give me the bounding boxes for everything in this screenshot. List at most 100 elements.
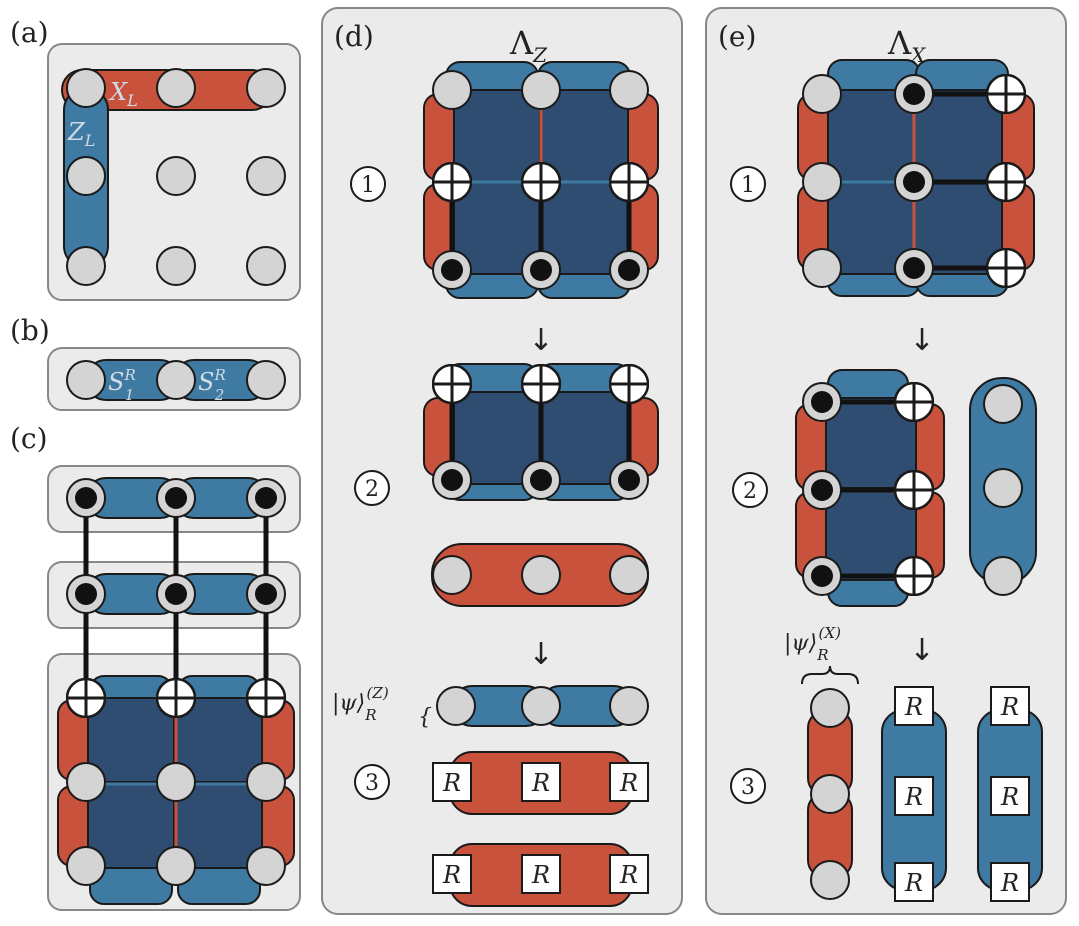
- step-1-number: 1: [741, 173, 755, 198]
- arrow-down: ↓: [528, 323, 553, 358]
- reset-label: R: [904, 693, 923, 721]
- reset-label: R: [904, 783, 923, 811]
- qubit-b: [66, 360, 106, 400]
- qubit-e: [802, 162, 842, 202]
- qubit-b: [156, 360, 196, 400]
- panel-c-label: (c): [10, 422, 48, 455]
- control-qubit: [246, 574, 286, 614]
- step-3-number: 3: [365, 771, 379, 796]
- qubit-e: [810, 860, 850, 900]
- reset-label: R: [1000, 693, 1019, 721]
- qubit-e: [983, 384, 1023, 424]
- qubit-a: [246, 68, 286, 108]
- control-qubit: [521, 250, 561, 290]
- qubit-d: [436, 686, 476, 726]
- control-qubit: [609, 460, 649, 500]
- control-qubit: [66, 478, 106, 518]
- control-qubit: [246, 478, 286, 518]
- target-qubit: [246, 678, 286, 718]
- target-qubit: [432, 364, 472, 404]
- control-qubit: [156, 574, 196, 614]
- panel-e-label: (e): [718, 20, 756, 53]
- target-qubit: [521, 364, 561, 404]
- qubit-e: [810, 688, 850, 728]
- qubit-b: [246, 360, 286, 400]
- arrow-down: ↓: [909, 633, 934, 668]
- target-qubit: [986, 74, 1026, 114]
- qubit-a: [156, 156, 196, 196]
- plaquette: [87, 697, 175, 783]
- qubit-c: [66, 762, 106, 802]
- target-qubit: [432, 162, 472, 202]
- reset-label: R: [1000, 783, 1019, 811]
- step-2-number: 2: [743, 479, 757, 504]
- control-qubit: [609, 250, 649, 290]
- target-qubit: [66, 678, 106, 718]
- control-qubit: [802, 470, 842, 510]
- arrow-down: ↓: [528, 637, 553, 672]
- control-qubit: [521, 460, 561, 500]
- qubit-a: [66, 156, 106, 196]
- panel-a-label: (a): [10, 16, 49, 49]
- step-3-marker: [354, 764, 390, 800]
- target-qubit: [986, 162, 1026, 202]
- control-qubit: [156, 478, 196, 518]
- step-3-marker: [730, 768, 766, 804]
- panel-c: (c): [10, 422, 301, 911]
- qubit-d: [609, 686, 649, 726]
- reset-label: R: [442, 769, 461, 797]
- reset-label: R: [531, 861, 550, 889]
- control-qubit: [432, 250, 472, 290]
- step-2-marker: [354, 470, 390, 506]
- target-qubit: [609, 364, 649, 404]
- control-qubit: [802, 556, 842, 596]
- qubit-a: [246, 156, 286, 196]
- qubit-c: [246, 762, 286, 802]
- step-1-marker: [350, 166, 386, 202]
- reset-label: R: [1000, 869, 1019, 897]
- qubit-e: [802, 248, 842, 288]
- control-qubit: [894, 162, 934, 202]
- step-2-number: 2: [365, 477, 379, 502]
- qubit-a: [66, 68, 106, 108]
- qubit-a: [246, 246, 286, 286]
- panel-d: (d) ΛZ 1 ↓: [321, 7, 683, 915]
- qubit-e: [983, 468, 1023, 508]
- panel-b-label: (b): [10, 314, 50, 347]
- qubit-a: [156, 246, 196, 286]
- reset-label: R: [442, 861, 461, 889]
- step-1-number: 1: [361, 173, 375, 198]
- reset-label: R: [619, 861, 638, 889]
- arrow-down: ↓: [909, 323, 934, 358]
- panel-d-label: (d): [334, 20, 374, 53]
- qubit-d: [432, 555, 472, 595]
- panel-e: (e) ΛX 1 ↓: [705, 7, 1067, 915]
- qubit-d: [521, 686, 561, 726]
- psi-z-label: |ψ⟩R(Z): [332, 684, 389, 724]
- step-3-number: 3: [741, 775, 755, 800]
- panel-a: (a) XL ZL: [10, 16, 301, 301]
- reset-label: R: [531, 769, 550, 797]
- xl-label: XL: [108, 78, 138, 110]
- qubit-a: [156, 68, 196, 108]
- psi-z-brace: {: [418, 705, 432, 730]
- qubit-e: [802, 74, 842, 114]
- target-qubit: [894, 556, 934, 596]
- reset-label: R: [619, 769, 638, 797]
- qubit-d: [609, 70, 649, 110]
- control-qubit: [894, 248, 934, 288]
- control-qubit: [894, 74, 934, 114]
- control-qubit: [802, 382, 842, 422]
- panel-d-title: ΛZ: [509, 24, 548, 67]
- step-2-marker: [732, 472, 768, 508]
- qubit-c: [156, 846, 196, 886]
- qubit-c: [156, 762, 196, 802]
- target-qubit: [521, 162, 561, 202]
- target-qubit: [986, 248, 1026, 288]
- control-qubit: [66, 574, 106, 614]
- qubit-d: [609, 555, 649, 595]
